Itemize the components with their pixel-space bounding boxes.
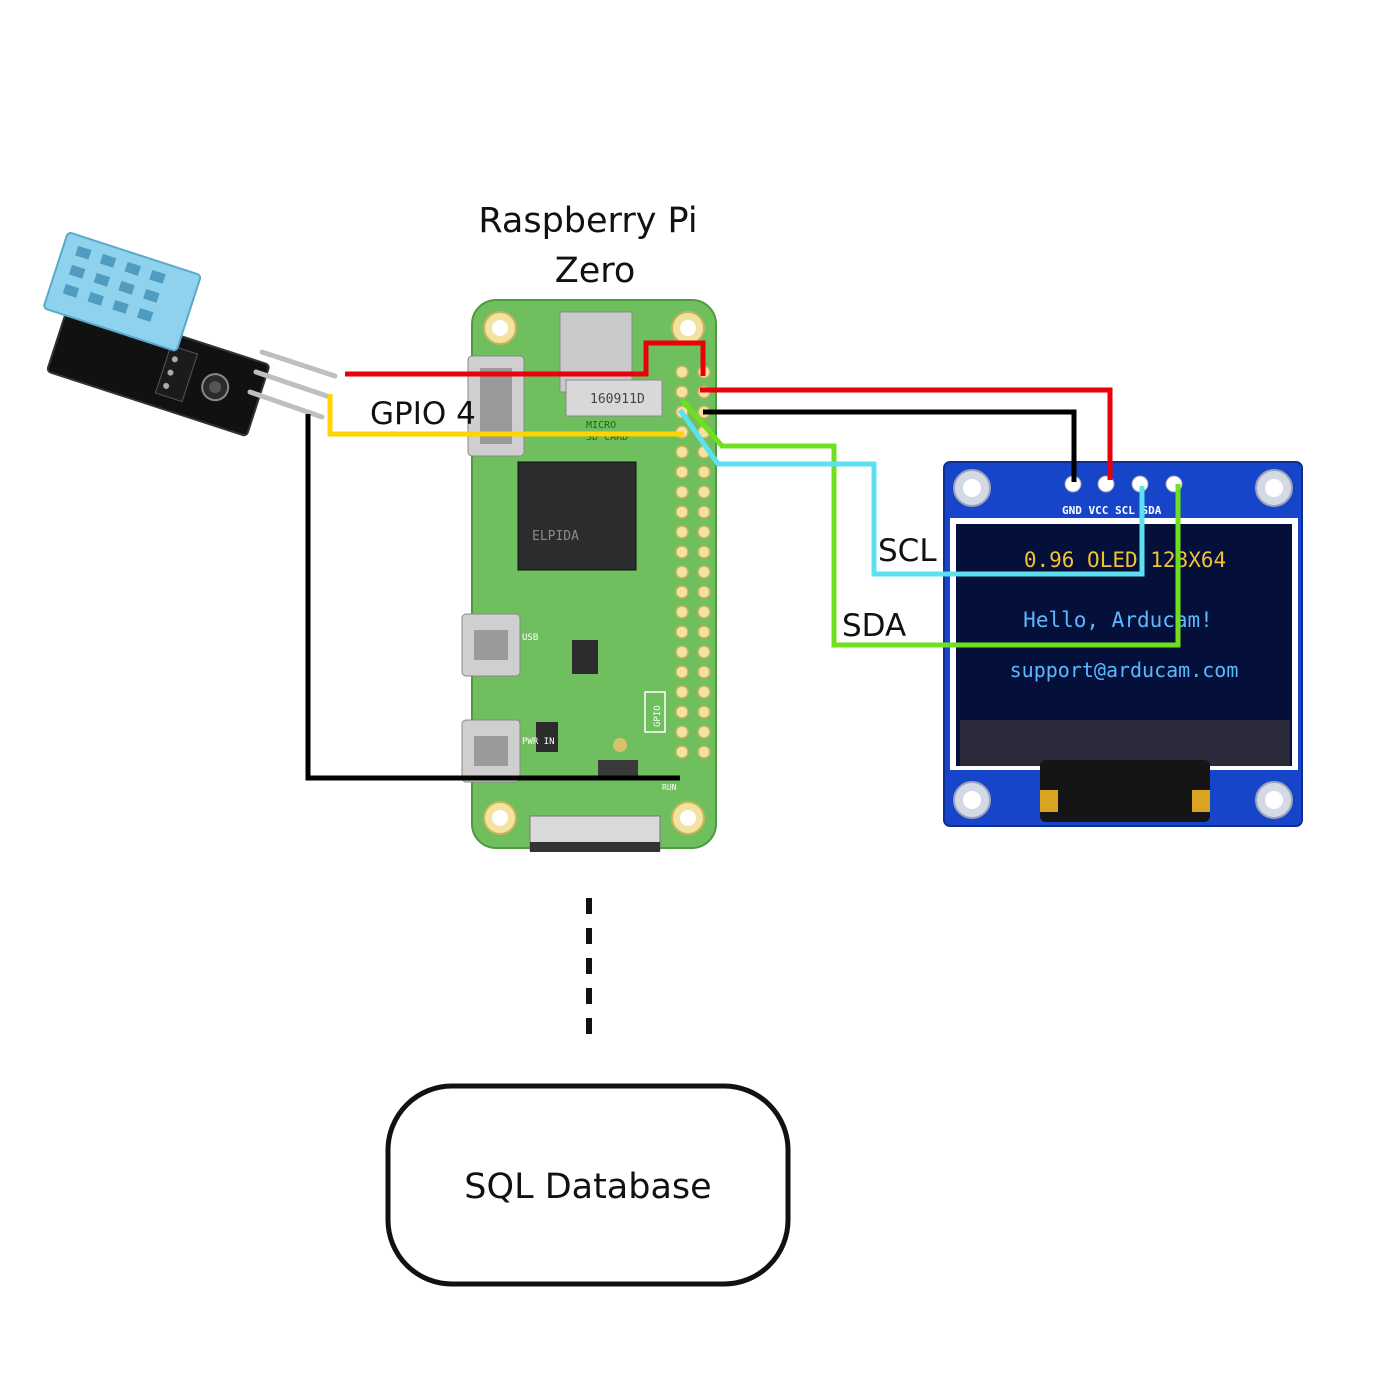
gpio-pin	[697, 565, 711, 579]
gpio-pin	[697, 665, 711, 679]
sd-label-2: SD CARD	[586, 432, 628, 443]
gpio-pin	[697, 465, 711, 479]
gpio-pin	[697, 585, 711, 599]
gpio-pin	[697, 545, 711, 559]
sql-database-node: SQL Database	[385, 1083, 791, 1287]
gpio-pin	[675, 665, 689, 679]
gpio-pin	[675, 525, 689, 539]
gpio-pin	[675, 685, 689, 699]
gpio-pin	[675, 385, 689, 399]
gpio-pin	[697, 625, 711, 639]
gpio-pin	[697, 645, 711, 659]
gpio-pin	[697, 505, 711, 519]
ram-chip-text: ELPIDA	[532, 529, 579, 544]
gpio-pin	[675, 505, 689, 519]
gpio-pin	[697, 745, 711, 759]
gpio-pin	[675, 465, 689, 479]
oled-display-module: GND VCC SCL SDA 0.96 OLED 128X64 Hello, …	[943, 461, 1303, 827]
wire-sensor-gnd	[305, 414, 680, 781]
gpio-pin	[675, 725, 689, 739]
gpio4-label: GPIO 4	[370, 396, 476, 432]
gpio-pin	[675, 625, 689, 639]
sda-label: SDA	[842, 608, 906, 644]
wire-scl	[677, 408, 1145, 577]
oled-text-line2: Hello, Arducam!	[1023, 608, 1213, 632]
gpio-tag: GPIO	[653, 705, 663, 727]
gpio-pin	[675, 485, 689, 499]
wire-sensor-vcc	[345, 340, 706, 377]
sd-chip-text: 160911D	[590, 392, 645, 407]
gpio-pin	[697, 685, 711, 699]
raspberry-pi-zero-board: 160911D MICRO SD CARD ELPIDA USB PWR IN …	[461, 299, 717, 852]
oled-text-line3: support@arducam.com	[1010, 658, 1239, 682]
gpio-pin	[675, 585, 689, 599]
gpio-header	[675, 365, 711, 759]
gpio-pin	[697, 605, 711, 619]
dht11-sensor-icon	[43, 232, 338, 437]
sql-database-label: SQL Database	[464, 1167, 711, 1207]
gpio-pin	[675, 365, 689, 379]
gpio-pin	[675, 705, 689, 719]
gpio-pin	[675, 445, 689, 459]
wire-sensor-data	[327, 394, 684, 437]
gpio-pin	[697, 485, 711, 499]
scl-label: SCL	[878, 533, 937, 569]
gpio-pin	[675, 565, 689, 579]
usb-port-label: USB	[522, 633, 538, 643]
gpio-pin	[697, 705, 711, 719]
gpio-pin	[675, 745, 689, 759]
wire-sda	[680, 398, 1181, 648]
gpio-pin	[675, 645, 689, 659]
wire-oled-gnd	[703, 409, 1077, 482]
wire-oled-vcc	[700, 387, 1113, 480]
pi-title-line1: Raspberry Pi	[478, 201, 697, 241]
gpio-pin	[675, 545, 689, 559]
sd-label-1: MICRO	[586, 420, 616, 431]
wires	[305, 340, 1181, 781]
run-tag: RUN	[662, 783, 677, 792]
oled-pin-labels: GND VCC SCL SDA	[1062, 504, 1162, 517]
pi-title-line2: Zero	[555, 251, 636, 291]
gpio-pin	[697, 725, 711, 739]
gpio-pin	[675, 605, 689, 619]
gpio-pin	[697, 525, 711, 539]
oled-text-line1: 0.96 OLED 128X64	[1024, 548, 1226, 572]
pwr-port-label: PWR IN	[522, 737, 555, 747]
